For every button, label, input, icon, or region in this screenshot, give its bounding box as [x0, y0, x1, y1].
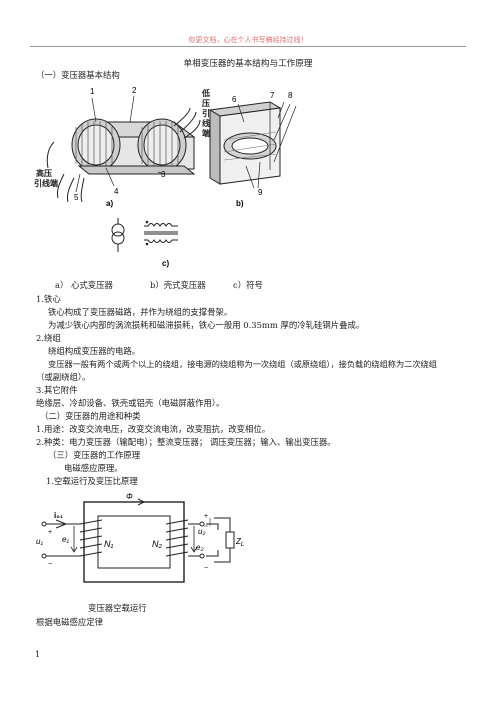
header-divider — [30, 46, 466, 47]
page-title: 单相变压器的基本结构与工作原理 — [183, 59, 313, 69]
low-voltage-lead-label: 低 压 引 线 端 — [201, 88, 210, 138]
u1-label: u₁ — [36, 537, 43, 546]
section-heading-structure: （一）变压器基本结构 — [36, 70, 120, 80]
label-b: b) — [236, 199, 244, 208]
heading-winding: 2.绕组 — [36, 333, 61, 343]
shell-type-transformer-drawing — [208, 101, 297, 189]
header-banner: 你更文档，心在个人书写稿经持过线！ — [188, 36, 308, 44]
svg-text:线: 线 — [202, 118, 210, 128]
transformer-symbol-coils — [144, 220, 178, 246]
figure-caption-c: c）符号 — [233, 280, 263, 290]
N2-label: N₂ — [152, 539, 162, 549]
callout-1: 1 — [90, 87, 95, 96]
paragraph-winding-3: （或副绕组）。 — [36, 372, 91, 382]
section-heading-principle: （三）变压器的工作原理 — [48, 450, 141, 460]
callout-9: 9 — [258, 188, 263, 197]
figure-caption-b: b）壳式变压器 — [150, 280, 206, 290]
paragraph-induction: 电磁感应原理。 — [64, 463, 123, 473]
current-i01-label: i₀₁ — [54, 511, 64, 520]
transformer-structure-figure: 1 2 3 4 5 低 压 引 线 端 高压 引线端 a) 6 7 8 9 b) — [34, 86, 297, 268]
callout-3: 3 — [161, 170, 166, 179]
callout-4: 4 — [114, 187, 119, 196]
paragraph-types: 2.种类：电力变压器（输配电）；整流变压器； 调压变压器；输入、输出变压器。 — [36, 437, 336, 447]
paragraph-accessories: 绝缘层、冷却设备、铁壳或铝壳（电磁屏蔽作用）。 — [36, 398, 225, 408]
paragraph-winding-1: 绕组构成变压器的电路。 — [48, 346, 141, 356]
svg-text:高压: 高压 — [36, 168, 52, 178]
plus-secondary: + — [204, 513, 208, 520]
paragraph-faraday: 根据电磁感应定律 — [36, 617, 103, 627]
u2-label: u₂ — [198, 527, 206, 536]
paragraph-core-2: 为减少铁心内部的涡流损耗和磁滞损耗，铁心一般用 0.35mm 厚的冷轧硅钢片叠成… — [48, 320, 365, 330]
subheading-no-load: 1.空载运行及变压比原理 — [46, 476, 138, 486]
paragraph-core-1: 铁心构成了变压器磁路，并作为绕组的支撑骨架。 — [48, 307, 233, 317]
paragraph-winding-2: 变压器一般有两个或两个以上的绕组，接电源的绕组称为一次绕组（或原绕组），接负载的… — [48, 359, 437, 369]
svg-text:压: 压 — [202, 99, 210, 108]
heading-accessories: 3.其它附件 — [36, 385, 78, 395]
callout-8: 8 — [288, 91, 293, 100]
no-load-circuit-figure: Φ i₀₁ + − u₁ e₁ N₁ N₂ e₂ u₂ + − ZL — [36, 492, 244, 583]
e1-label: e₁ — [62, 535, 69, 544]
svg-text:引线端: 引线端 — [34, 178, 58, 188]
transformer-symbol-circles — [111, 218, 125, 252]
label-a: a) — [106, 199, 113, 208]
core-type-transformer-drawing — [46, 95, 201, 203]
heading-core: 1.铁心 — [36, 294, 61, 304]
label-c: c) — [162, 259, 169, 268]
callout-2: 2 — [132, 86, 137, 95]
svg-text:低: 低 — [201, 88, 210, 98]
callout-6: 6 — [232, 95, 237, 104]
load-zl-label: ZL — [235, 537, 244, 548]
plus-primary: + — [48, 529, 52, 536]
svg-text:端: 端 — [202, 128, 210, 138]
e2-label: e₂ — [196, 543, 204, 552]
flux-label: Φ — [126, 492, 133, 501]
paragraph-uses: 1.用途：改变交流电压，改变交流电流，改变阻抗，改变相位。 — [36, 424, 271, 434]
minus-primary: − — [48, 561, 52, 568]
callout-5: 5 — [74, 193, 79, 202]
page-number: 1 — [35, 650, 41, 659]
callout-7: 7 — [270, 91, 275, 100]
figure2-caption: 变压器空载运行 — [88, 603, 147, 613]
figure-caption-a: a） 心式变压器 — [55, 280, 113, 290]
N1-label: N₁ — [104, 539, 113, 549]
minus-secondary: − — [204, 565, 208, 572]
section-heading-uses: （二）变压器的用途和种类 — [40, 411, 141, 421]
high-voltage-lead-label: 高压 引线端 — [34, 168, 58, 188]
svg-text:引: 引 — [202, 108, 210, 118]
